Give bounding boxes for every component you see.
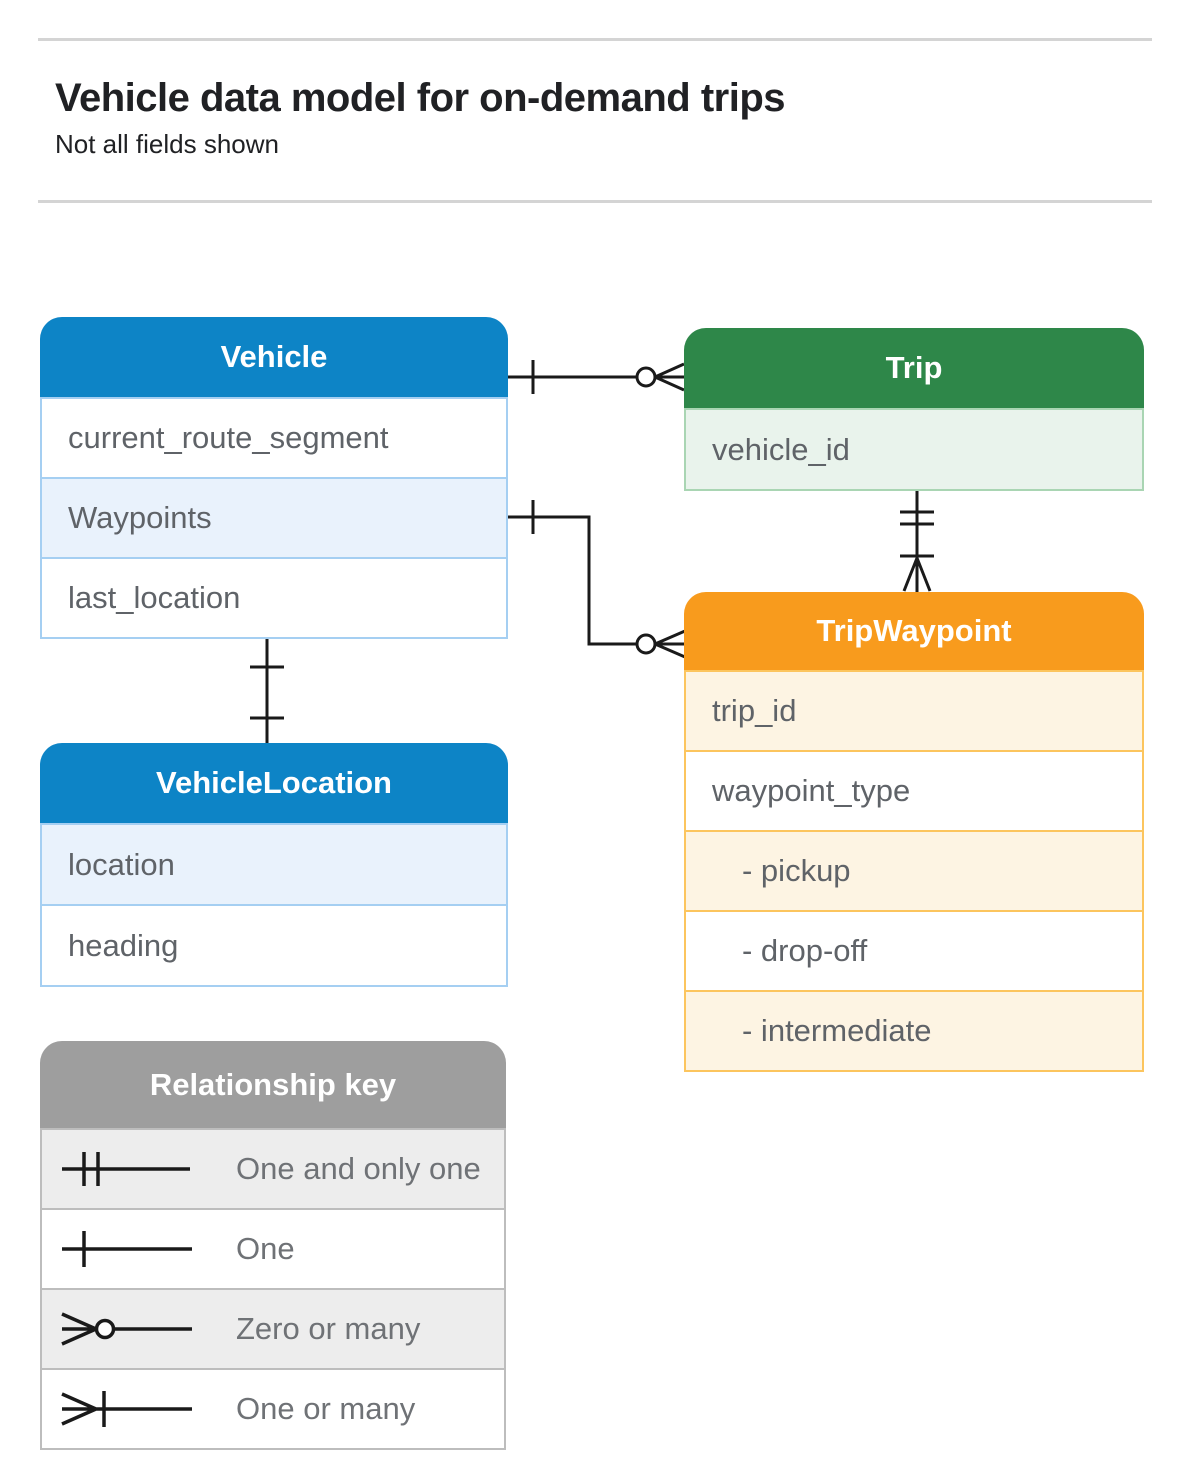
entity-vehicle-title: Vehicle xyxy=(220,339,328,374)
entity-vehicle-header: Vehicle xyxy=(40,317,508,397)
legend-label: Zero or many xyxy=(236,1311,421,1346)
entity-trip-title: Trip xyxy=(885,350,943,385)
field-row-drop-off: - drop-off xyxy=(686,910,1142,990)
entity-tripwaypoint: TripWaypoint trip_id waypoint_type - pic… xyxy=(684,592,1144,1072)
legend-label: One xyxy=(236,1231,295,1266)
legend-row-one-and-only-one: One and only one xyxy=(42,1130,504,1208)
one-or-many-symbol xyxy=(61,1391,192,1427)
legend-row-one-or-many: One or many xyxy=(42,1368,504,1448)
relationship-key-body: One and only one One Zero or many xyxy=(40,1128,506,1450)
entity-vehiclelocation-header: VehicleLocation xyxy=(40,743,508,823)
field-row-vehicle-id: vehicle_id xyxy=(686,410,1142,489)
entity-trip: Trip vehicle_id xyxy=(684,328,1144,491)
field-row-waypoints: Waypoints xyxy=(42,477,506,557)
field-label: current_route_segment xyxy=(68,420,389,455)
field-row-trip-id: trip_id xyxy=(686,672,1142,750)
one-symbol xyxy=(62,1231,192,1267)
field-label: waypoint_type xyxy=(712,773,911,808)
field-row-pickup: - pickup xyxy=(686,830,1142,910)
connector-vehicle-vehiclelocation xyxy=(250,637,284,743)
connector-trip-tripwaypoint xyxy=(900,489,934,592)
connector-waypoints-tripwaypoint xyxy=(508,500,686,659)
connector-vehicle-trip xyxy=(508,360,685,394)
page-title: Vehicle data model for on-demand trips xyxy=(55,76,786,120)
zero-or-many-symbol xyxy=(61,1312,192,1346)
relationship-key-title: Relationship key xyxy=(149,1066,397,1102)
entity-vehiclelocation-title: VehicleLocation xyxy=(155,765,392,800)
entity-trip-body: vehicle_id xyxy=(684,408,1144,491)
field-label: - drop-off xyxy=(742,933,868,968)
legend-label: One and only one xyxy=(236,1151,481,1186)
entity-vehiclelocation-body: location heading xyxy=(40,823,508,987)
one-and-only-one-symbol xyxy=(62,1152,190,1186)
field-label: heading xyxy=(68,927,179,963)
field-row-heading: heading xyxy=(42,904,506,985)
field-label: - intermediate xyxy=(742,1013,932,1048)
legend-row-one: One xyxy=(42,1208,504,1288)
entity-tripwaypoint-title: TripWaypoint xyxy=(816,613,1012,648)
entity-trip-header: Trip xyxy=(684,328,1144,408)
field-row-location: location xyxy=(42,825,506,904)
entity-vehiclelocation: VehicleLocation location heading xyxy=(40,743,508,987)
field-label: location xyxy=(68,846,175,882)
field-row-last-location: last_location xyxy=(42,557,506,637)
divider-bottom xyxy=(38,200,1152,203)
field-row-waypoint-type: waypoint_type xyxy=(686,750,1142,830)
relationship-key: Relationship key One and only one One xyxy=(40,1041,506,1450)
page-subtitle: Not all fields shown xyxy=(55,129,279,159)
legend-label: One or many xyxy=(236,1391,416,1426)
entity-vehicle-body: current_route_segment Waypoints last_loc… xyxy=(40,397,508,639)
field-label: - pickup xyxy=(742,853,851,888)
field-label: last_location xyxy=(68,580,241,615)
entity-tripwaypoint-body: trip_id waypoint_type - pickup - drop-of… xyxy=(684,670,1144,1072)
field-label: Waypoints xyxy=(68,500,212,535)
field-label: trip_id xyxy=(712,693,797,728)
legend-row-zero-or-many: Zero or many xyxy=(42,1288,504,1368)
entity-vehicle: Vehicle current_route_segment Waypoints … xyxy=(40,317,508,639)
divider-top xyxy=(38,38,1152,41)
field-label: vehicle_id xyxy=(712,431,850,467)
relationship-key-header: Relationship key xyxy=(40,1041,506,1128)
field-row-intermediate: - intermediate xyxy=(686,990,1142,1070)
field-row-current-route-segment: current_route_segment xyxy=(42,399,506,477)
entity-tripwaypoint-header: TripWaypoint xyxy=(684,592,1144,670)
